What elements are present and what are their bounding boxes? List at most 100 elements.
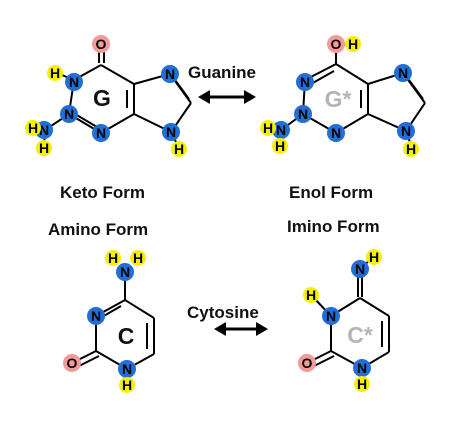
cytosine-canonical-label: C <box>117 323 135 349</box>
imino-form-caption: Imino Form <box>287 217 380 236</box>
guanine-star-oh-h-symbol: H <box>348 36 358 52</box>
cytosine-star-imino-h-marker <box>366 249 382 265</box>
guanine-star-n3b-symbol: N <box>331 125 341 141</box>
cytosine-star-n4-atom: N <box>351 260 369 278</box>
cytosine-amino-h1-marker <box>105 250 121 266</box>
cytosine-amino-h1-atom: H <box>105 250 121 266</box>
guanine-n7-marker <box>161 65 179 83</box>
cytosine-star-imino-h-atom: H <box>366 249 382 265</box>
cytosine-o2-atom: O <box>63 354 81 372</box>
guanine-amino-h1-symbol: H <box>28 120 38 136</box>
guanine-canonical-label: G <box>93 85 111 111</box>
guanine-n3-atom: N <box>60 105 78 123</box>
guanine-o6-atom: O <box>92 35 110 53</box>
cytosine-n3-symbol: N <box>91 308 101 324</box>
cytosine-tautomer-arrow <box>214 322 268 336</box>
cytosine-h1-symbol: H <box>122 377 132 393</box>
cytosine-amino-h2-atom: H <box>130 250 146 266</box>
guanine-star-n9-symbol: N <box>401 123 411 139</box>
cytosine-star-h3-atom: H <box>303 287 319 303</box>
guanine-amino-h2-symbol: H <box>39 140 49 156</box>
cytosine-n1-atom: N <box>118 360 136 378</box>
cytosine-star-n4-symbol: N <box>355 261 365 277</box>
guanine-amino-h2-atom: H <box>36 140 52 156</box>
cytosine-name: Cytosine <box>187 303 259 322</box>
guanine-star-amino-h2-marker <box>272 138 288 154</box>
guanine-n9-symbol: N <box>166 124 176 140</box>
cytosine-star-h3-marker <box>303 287 319 303</box>
guanine-star-h9-symbol: H <box>406 141 416 157</box>
guanine-n3b-atom: N <box>92 124 110 142</box>
guanine-n3b-symbol: N <box>96 125 106 141</box>
guanine-n9-marker <box>162 123 180 141</box>
cytosine-star-h1-symbol: H <box>357 376 367 392</box>
cytosine-amino-h2-symbol: H <box>133 250 143 266</box>
guanine-n7-atom: N <box>161 65 179 83</box>
guanine-star-n1-atom: N <box>296 73 314 91</box>
cytosine-n4-marker <box>116 263 134 281</box>
guanine-amino-h2-marker <box>36 140 52 156</box>
guanine-star-n9-marker <box>397 122 415 140</box>
guanine-amino-n-symbol: N <box>39 122 49 138</box>
guanine-h1-atom: H <box>47 65 63 81</box>
guanine-star-n3b-marker <box>327 124 345 142</box>
keto-form-caption: Keto Form <box>60 183 145 202</box>
guanine-n3-symbol: N <box>64 106 74 122</box>
cytosine-star-n1-marker <box>353 359 371 377</box>
guanine-star-oh-h-atom: H <box>345 36 361 52</box>
guanine-h1-marker <box>47 65 63 81</box>
cytosine-star-n4-marker <box>351 260 369 278</box>
guanine-star-n3-atom: N <box>294 105 312 123</box>
guanine-star-n7-atom: N <box>394 64 412 82</box>
guanine-amino-h1-marker <box>25 120 41 136</box>
cytosine-amino-h2-marker <box>130 250 146 266</box>
guanine-o6-symbol: O <box>96 36 107 52</box>
guanine-star-n9-atom: N <box>397 122 415 140</box>
cytosine-n4-atom: N <box>116 263 134 281</box>
guanine-star-amino-n-marker <box>272 121 290 139</box>
guanine-star-amino-n-symbol: N <box>276 122 286 138</box>
guanine-star-amino-h2-symbol: H <box>275 138 285 154</box>
amino-form-caption: Amino Form <box>48 220 149 239</box>
guanine-tautomer-label: G* <box>324 86 352 112</box>
cytosine-star-n3-atom: N <box>322 307 340 325</box>
guanine-n1-marker <box>65 73 83 91</box>
cytosine-n4-symbol: N <box>120 264 130 280</box>
guanine-star-oh-h-marker <box>345 36 361 52</box>
guanine-o6-marker <box>92 35 110 53</box>
guanine-star-amino-h1-marker <box>260 120 276 136</box>
guanine-star-amino-h1-symbol: H <box>263 120 273 136</box>
cytosine-n1-symbol: N <box>122 361 132 377</box>
guanine-n1-symbol: N <box>69 74 79 90</box>
guanine-amino-h1-atom: H <box>25 120 41 136</box>
cytosine-h1-atom: H <box>119 377 135 393</box>
cytosine-star-n1-symbol: N <box>357 360 367 376</box>
cytosine-imino-structure <box>308 257 390 382</box>
guanine-name: Guanine <box>188 63 257 82</box>
guanine-star-amino-h2-atom: H <box>272 138 288 154</box>
cytosine-o2-marker <box>63 354 81 372</box>
cytosine-h1-marker <box>119 377 135 393</box>
cytosine-tautomer-label: C* <box>347 322 373 348</box>
cytosine-star-n3-symbol: N <box>326 308 336 324</box>
cytosine-star-imino-h-symbol: H <box>369 249 379 265</box>
cytosine-n3-atom: N <box>87 307 105 325</box>
guanine-star-amino-n-atom: N <box>272 121 290 139</box>
cytosine-star-o2-atom: O <box>298 354 316 372</box>
guanine-tautomer-arrow <box>198 90 256 104</box>
guanine-h9-symbol: H <box>174 141 184 157</box>
guanine-n3-marker <box>60 105 78 123</box>
enol-form-caption: Enol Form <box>289 183 374 202</box>
guanine-star-n7-marker <box>394 64 412 82</box>
guanine-star-n1-symbol: N <box>300 74 310 90</box>
guanine-star-h9-marker <box>403 141 419 157</box>
guanine-h1-symbol: H <box>50 65 60 81</box>
guanine-star-n3-marker <box>294 105 312 123</box>
cytosine-star-n3-marker <box>322 307 340 325</box>
cytosine-star-h1-marker <box>354 376 370 392</box>
guanine-star-h9-atom: H <box>403 141 419 157</box>
cytosine-n3-marker <box>87 307 105 325</box>
cytosine-amino-h1-symbol: H <box>108 250 118 266</box>
